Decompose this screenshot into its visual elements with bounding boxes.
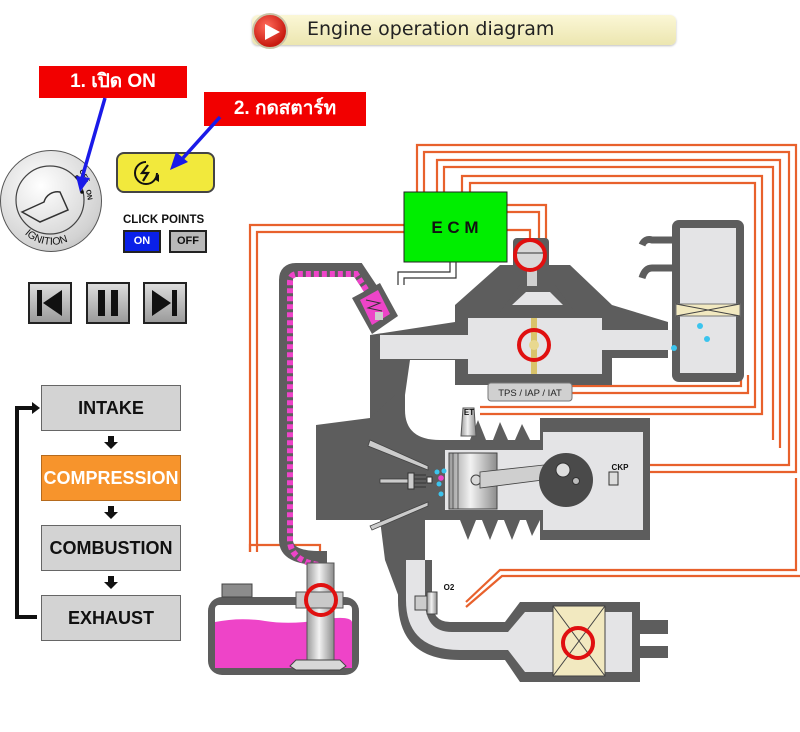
down-arrow-icon (104, 436, 118, 449)
click-points-label: CLICK POINTS (123, 214, 205, 226)
click-points-on-button[interactable]: ON (123, 230, 161, 253)
down-arrow-icon (104, 576, 118, 589)
cycle-step-compression: COMPRESSION (41, 455, 181, 501)
down-arrow-icon (104, 506, 118, 519)
pause-icon (98, 290, 118, 316)
et-label: ET (464, 408, 474, 417)
arrow-to-start (181, 115, 222, 160)
exhaust-system (398, 560, 668, 682)
crankshaft (539, 453, 593, 507)
starter-icon (134, 161, 159, 185)
sensor-label-tps-iap-iat: TPS / IAP / IAT (498, 388, 562, 399)
instruction-tag-start: 2. กดสตาร์ท (204, 92, 366, 126)
wiring-harness (248, 143, 800, 608)
title-bar (252, 15, 676, 45)
air-box (638, 220, 744, 382)
o2-label: O2 (444, 583, 455, 592)
play-icon (265, 24, 280, 40)
click-points-off-button[interactable]: OFF (169, 230, 207, 253)
next-button[interactable] (143, 282, 187, 324)
fuel-line (279, 263, 384, 570)
previous-button[interactable] (28, 282, 72, 324)
skip-forward-icon (152, 290, 177, 316)
et-sensor[interactable] (460, 407, 477, 437)
cycle-step-intake: INTAKE (41, 385, 181, 431)
fuel-flow (287, 271, 377, 568)
ignition-on-label: ON (84, 189, 93, 201)
play-button[interactable] (252, 13, 288, 49)
ckp-label: CKP (612, 463, 630, 472)
arrow-to-ignition (80, 97, 107, 179)
cycle-step-exhaust: EXHAUST (41, 595, 181, 641)
cycle-return-arrow (15, 402, 40, 619)
ckp-sensor[interactable] (608, 471, 619, 486)
cycle-step-combustion: COMBUSTION (41, 525, 181, 571)
start-button[interactable] (116, 152, 215, 193)
click-point-catalyst[interactable] (561, 626, 595, 660)
click-point-iap-sensor[interactable] (513, 238, 547, 272)
click-point-throttle[interactable] (517, 328, 551, 362)
pause-button[interactable] (86, 282, 130, 324)
o2-sensor[interactable] (426, 591, 438, 615)
click-point-fuel-pump[interactable] (304, 583, 338, 617)
instruction-tag-ignition: 1. เปิด ON (39, 66, 187, 98)
page-title: Engine operation diagram (307, 18, 555, 40)
skip-back-icon (37, 290, 62, 316)
ecm-module[interactable] (403, 191, 508, 263)
ecm-label: E C M (431, 218, 478, 237)
